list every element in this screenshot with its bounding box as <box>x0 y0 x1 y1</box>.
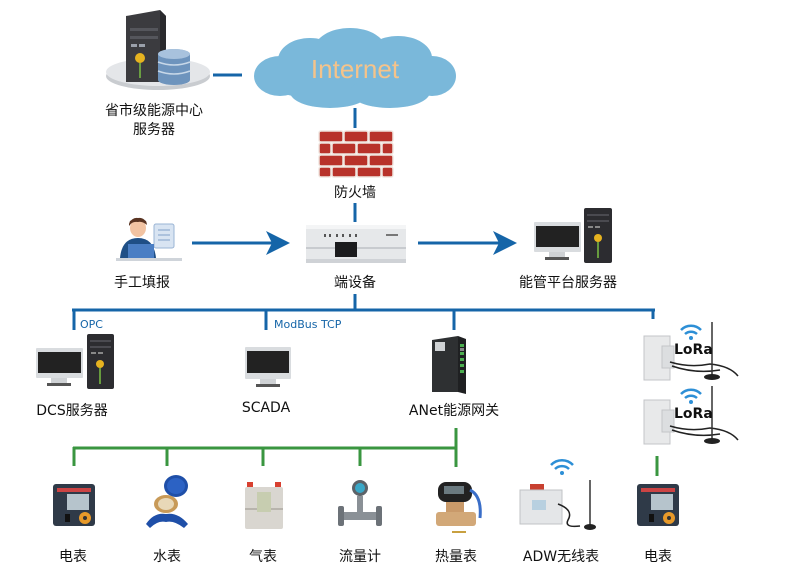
meter-gas-node[interactable] <box>243 482 285 530</box>
meter-water-node[interactable] <box>144 474 190 530</box>
cloud-icon <box>254 28 456 108</box>
lora-module-icon <box>643 386 739 445</box>
firewall-label: 防火墙 <box>334 185 376 201</box>
monitor-icon <box>245 347 291 387</box>
lora-label-1: LoRa <box>674 342 713 358</box>
brick-wall-icon <box>318 130 394 178</box>
electric-meter-icon <box>53 484 95 526</box>
provincial-server-label-line2: 服务器 <box>133 122 175 138</box>
protocol-opc-label: OPC <box>80 318 103 331</box>
flow-meter-icon <box>338 480 382 526</box>
manual-entry-node[interactable] <box>116 214 182 262</box>
wireless-meter-icon <box>519 480 596 530</box>
meter-flow-node[interactable] <box>338 478 382 534</box>
protocol-modbus-label: ModBus TCP <box>274 318 342 331</box>
wifi-icon <box>680 388 702 404</box>
rack-device-icon <box>306 225 406 263</box>
person-laptop-icon <box>116 217 182 261</box>
desktop-server-icon <box>36 334 114 389</box>
lora-module-icon <box>643 322 739 381</box>
lora-module-node-2[interactable]: LoRa <box>640 384 740 446</box>
scada-node[interactable] <box>244 346 292 390</box>
dcs-server-label: DCS服务器 <box>36 403 108 419</box>
platform-server-node[interactable] <box>533 208 613 264</box>
meter-label-4: 流量计 <box>339 549 381 565</box>
edge-device-label: 端设备 <box>334 275 376 291</box>
server-database-icon <box>106 10 210 90</box>
anet-gateway-label: ANet能源网关 <box>408 403 500 419</box>
meter-heat-node[interactable] <box>432 480 488 536</box>
provincial-server-label-line1: 省市级能源中心 <box>105 103 203 119</box>
manual-entry-label: 手工填报 <box>114 275 170 291</box>
meter-label-3: 气表 <box>249 549 277 565</box>
platform-server-label: 能管平台服务器 <box>519 275 617 291</box>
meter-label-6: ADW无线表 <box>522 549 600 565</box>
lora-label-2: LoRa <box>674 406 713 422</box>
scada-label: SCADA <box>241 400 291 416</box>
lora-module-node-1[interactable]: LoRa <box>640 320 740 382</box>
meter-electric-2-node[interactable] <box>635 482 681 528</box>
gas-meter-icon <box>245 482 283 529</box>
anet-gateway-node[interactable] <box>430 336 468 394</box>
provincial-server-label: 省市级能源中心 服务器 <box>105 102 203 140</box>
internet-label: Internet <box>310 54 400 84</box>
water-meter-icon <box>146 475 188 528</box>
wifi-icon <box>550 458 574 475</box>
edge-device-node[interactable] <box>306 225 406 263</box>
meter-label-2: 水表 <box>153 549 181 565</box>
gateway-icon <box>432 336 466 394</box>
meter-label-7: 电表 <box>644 549 672 565</box>
internet-node[interactable]: Internet <box>250 26 460 112</box>
dcs-server-node[interactable] <box>35 334 115 390</box>
electric-meter-icon <box>637 484 679 526</box>
desktop-server-icon <box>534 208 612 263</box>
firewall-node[interactable] <box>318 130 394 178</box>
meter-label-5: 热量表 <box>435 549 477 565</box>
provincial-server-node[interactable] <box>104 8 212 92</box>
heat-meter-icon <box>436 482 482 533</box>
meter-electric-1-node[interactable] <box>51 482 97 528</box>
meter-label-1: 电表 <box>59 549 87 565</box>
meter-wireless-node[interactable] <box>516 458 600 534</box>
wifi-icon <box>680 324 702 340</box>
